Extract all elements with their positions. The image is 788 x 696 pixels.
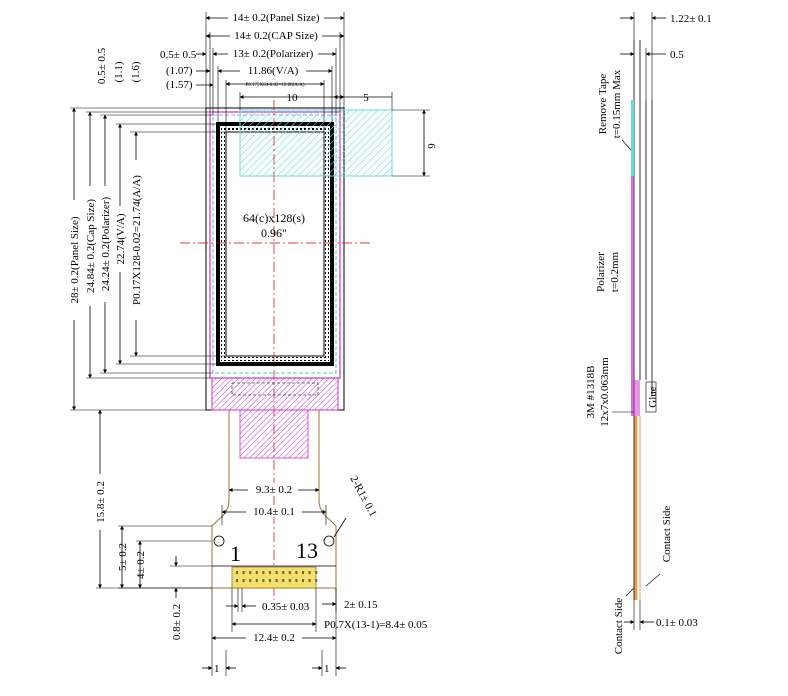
offset-1-57: (1.57) [166,79,193,91]
dim-va-width: 11.86(V/A) [248,65,299,77]
pin-dot [295,571,298,574]
offset-1-1: (1.1) [113,61,125,82]
pin-dot [282,579,285,582]
pin-dot [249,571,252,574]
resolution-label: 64(c)x128(s) [243,211,305,225]
pin-dot [262,571,265,574]
offset-0-5: 0.5± 0.5 [96,47,108,84]
pin-dot [275,579,278,582]
side-remove-tape-t: t=0.15mm Max [611,69,623,138]
pin-dot [302,571,304,574]
pin-dot [262,579,265,582]
mount-hole-right [323,535,335,547]
pin-dot [302,579,304,582]
pin-area [231,566,317,589]
dim-pin-width: 0.35± 0.03 [262,601,310,613]
driver-ic [231,382,319,396]
dim-right-1: 1 [324,663,330,675]
side-contact-side-a: Contact Side [613,598,625,655]
top-dimensions: 14± 0.2(Panel Size) 14± 0.2(CAP Size) 13… [160,11,437,177]
dim-tape-10: 10 [287,92,299,104]
pin-dot [288,571,291,574]
dim-va-height: 22.74(V/A) [115,213,127,264]
pin-dot [255,571,258,574]
dim-aa-width: P0.175X64-0.02=10.88(A/A) [245,83,304,88]
fpc-dimensions: 9.3± 0.2 10.4± 0.1 2-R1± 0.1 5± 0.2 4± 0… [117,474,428,676]
side-remove-tape: Remove Tape [597,74,609,135]
side-fpc-thickness: 0.1± 0.03 [656,617,698,629]
dim-left-1: 1 [214,663,220,675]
side-glue [634,380,640,416]
side-thickness: 1.22± 0.1 [670,13,712,25]
dim-polarizer-height: 24.24± 0.2(Polarizer) [100,197,112,292]
pin-dot [282,571,285,574]
side-view: 1.22± 0.1 0.5 Remove Tape t=0.15mm Max P… [585,12,712,654]
dim-fpc-4: 4± 0.2 [135,551,147,579]
pin-13-label: 13 [296,538,318,563]
dim-panel-width: 14± 0.2(Panel Size) [233,12,320,24]
dim-radius: 2-R1± 0.1 [347,474,379,519]
remove-tape [239,109,393,177]
dim-fpc-length: 15.8± 0.2 [95,481,107,523]
dim-tape-6: 6 [425,143,437,149]
diagonal-label: 0.96" [261,226,287,240]
side-polarizer [631,176,634,416]
pin-dot [295,579,298,582]
pin-dot [308,571,311,574]
mount-hole-left [213,535,225,547]
dim-fpc-10-4: 10.4± 0.1 [253,506,295,518]
dim-pitch: P0.7X(13-1)=8.4± 0.05 [324,619,428,631]
pin-dot [308,579,311,582]
pin-dot [249,579,252,582]
offset-1-07: (1.07) [166,65,193,77]
dim-fpc-5: 5± 0.2 [117,543,129,571]
pin-1-label: 1 [230,541,241,566]
pin-dot [315,571,318,574]
offset-1-6: (1.6) [130,61,142,82]
pin-dot [255,579,258,582]
pin-dot [269,571,271,574]
dim-polarizer-width: 13± 0.2(Polarizer) [233,48,314,60]
side-glue-label: Glue [647,386,659,408]
pin-dot [288,579,291,582]
dim-polarizer-offset: 0.5± 0.5 [160,49,197,61]
pin-dot [242,579,245,582]
aa-dots-bottom [221,357,329,361]
pin-dot [315,579,318,582]
pin-dot [275,571,278,574]
side-polarizer-t: t=0.2mm [609,251,621,292]
aa-dots-right [325,131,329,357]
pin-dot [242,571,245,574]
fpc-neck [239,409,309,459]
aa-dots-left [221,131,225,357]
dim-fpc-12-4: 12.4± 0.2 [253,632,295,644]
side-polarizer-label: Polarizer [595,252,607,292]
pin-dot [236,579,238,582]
pin-dots [236,571,318,582]
pin-dot [236,571,238,574]
dim-fpc-0-8: 0.8± 0.2 [171,604,183,640]
dim-panel-height: 28± 0.2(Panel Size) [69,216,81,303]
side-contact-side-b: Contact Side [661,506,673,563]
left-dimensions: 0.5± 0.5 (1.1) (1.6) 28± 0.2(Panel Size)… [68,47,226,589]
dim-tape-5: 5 [363,92,369,104]
side-tape-size: 12x7x0.063mm [599,357,611,427]
side-half: 0.5 [670,49,684,61]
dim-fpc-9-3: 9.3± 0.2 [256,484,292,496]
side-tape [631,100,634,176]
dim-cap-height: 24.84± 0.2(Cap Size) [85,199,97,293]
dim-aa-height: P0.17X128-0.02=21.74(A/A) [131,175,143,305]
front-view: 64(c)x128(s) 0.96" 1 13 [180,100,393,600]
pin-dot [269,579,271,582]
dim-fpc-2: 2± 0.15 [344,599,378,611]
side-3m-tape: 3M #1318B [585,366,597,419]
dim-cap-width: 14± 0.2(CAP Size) [234,30,318,42]
